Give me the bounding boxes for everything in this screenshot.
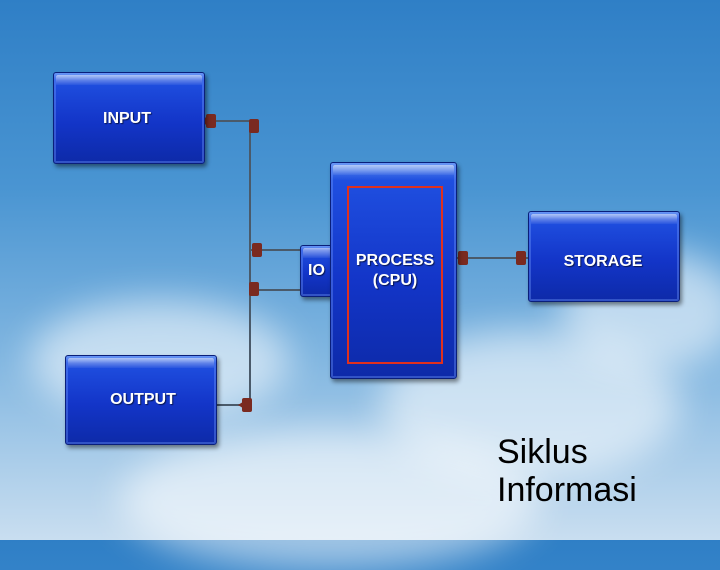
slide-title: Siklus Informasi [497, 433, 697, 509]
output-label: OUTPUT [110, 391, 176, 408]
connector-io-top [252, 243, 262, 257]
input-box [53, 72, 205, 164]
output-box [65, 355, 217, 445]
process-label-line1: PROCESS [355, 252, 435, 269]
io-box [300, 245, 335, 297]
connector-input-in [249, 119, 259, 133]
slide-title-line1: Siklus [497, 433, 588, 471]
connector-input-out [206, 114, 216, 128]
slide-title-line2: Informasi [497, 471, 637, 509]
connector-process-out [458, 251, 468, 265]
connector-io-bottom [249, 282, 259, 296]
connector-storage-in [516, 251, 526, 265]
process-box [330, 162, 457, 379]
input-label: INPUT [103, 110, 151, 127]
io-label: IO [308, 262, 325, 279]
process-label-line2: (CPU) [372, 272, 418, 289]
storage-box [528, 211, 680, 302]
process-label: PROCESS (CPU) [345, 251, 445, 291]
cpu-highlight-frame [347, 186, 443, 364]
storage-label: STORAGE [563, 253, 643, 270]
arrow-output [238, 400, 246, 410]
